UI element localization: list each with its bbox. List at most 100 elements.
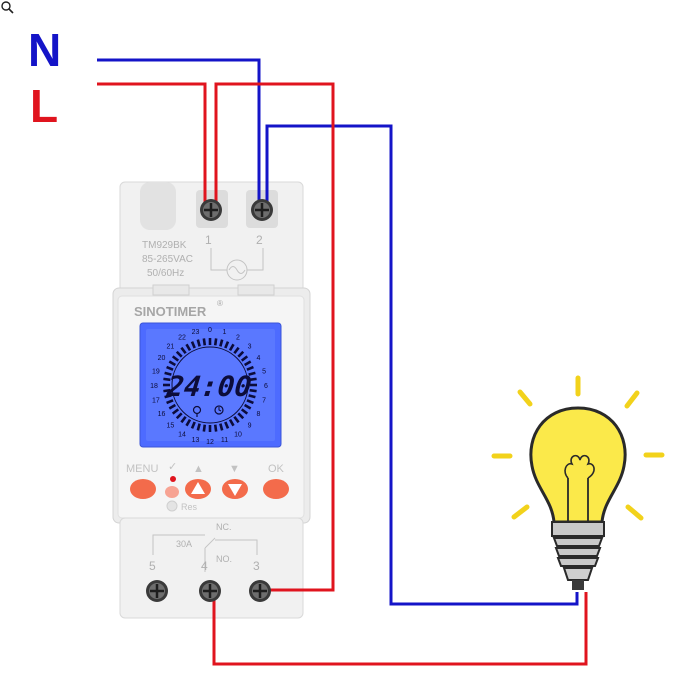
dial-tick (249, 388, 257, 393)
dial-tick (219, 339, 224, 347)
dial-tick (202, 424, 207, 432)
dial-tick (180, 415, 187, 424)
ok-button[interactable] (263, 479, 289, 499)
screw-terminal-5 (146, 580, 168, 602)
live-label: L (30, 80, 58, 132)
neutral-wire-to-terminal-2 (97, 58, 261, 210)
light-bulb-icon (491, 375, 665, 590)
dial-number: 19 (152, 369, 160, 376)
lcd-dial (163, 338, 257, 432)
terminal-1-label: 1 (205, 233, 212, 247)
menu-label: MENU (126, 463, 158, 475)
screw-terminal-3 (249, 580, 271, 602)
dial-tick (237, 350, 245, 358)
bulb-rays (491, 375, 665, 521)
dial-tick (243, 403, 252, 410)
neutral-wire-to-lamp (265, 124, 579, 606)
dial-tick (166, 365, 174, 371)
terminal-4-label: 4 (201, 559, 208, 573)
dial-tick (175, 350, 183, 358)
dial-number: 15 (167, 423, 175, 430)
dial-number: 8 (257, 411, 261, 418)
up-button[interactable] (185, 479, 211, 499)
dial-tick (166, 399, 174, 405)
screw-terminal-2 (251, 199, 273, 221)
timer-device: TM929BK 85-265VAC 50/60Hz 1 2 SINOTIMER … (112, 181, 311, 619)
frequency-label: 50/60Hz (147, 268, 184, 279)
dial-tick (243, 360, 252, 367)
dial-number: 1 (223, 329, 227, 336)
dial-number: 16 (158, 411, 166, 418)
lcd-time: 24:00 (165, 370, 254, 403)
dial-tick (224, 341, 230, 349)
switched-live-to-lamp (212, 592, 588, 666)
dial-number: 7 (262, 397, 266, 404)
dial-number: 14 (178, 431, 186, 438)
screw-terminal-4 (199, 580, 221, 602)
dial-tick (228, 343, 235, 352)
dial-number: 18 (150, 383, 158, 390)
reset-label: Res (181, 502, 198, 512)
dial-tick (190, 341, 196, 349)
dial-number: 21 (167, 343, 175, 350)
dial-number: 23 (192, 329, 200, 336)
live-jumper-1-to-3 (214, 82, 335, 592)
dial-number: 6 (264, 383, 268, 390)
dial-tick (185, 343, 192, 352)
dial-tick (224, 421, 230, 429)
dial-tick (168, 403, 177, 410)
dial-tick (164, 371, 172, 376)
live-wire-to-terminal-1 (97, 82, 207, 210)
check-label: ✓ (168, 461, 177, 473)
dial-tick (190, 421, 196, 429)
dial-tick (240, 355, 249, 362)
dial-number: 2 (236, 335, 240, 342)
dial-number: 13 (192, 437, 200, 444)
dial-tick (196, 339, 201, 347)
terminal-5-label: 5 (149, 559, 156, 573)
dial-number: 22 (178, 335, 186, 342)
dial-tick (163, 388, 171, 393)
brand-label: SINOTIMER (134, 304, 207, 319)
ok-label: OK (268, 463, 285, 475)
dial-tick (168, 360, 177, 367)
check-button[interactable] (165, 486, 179, 498)
relay-no-label: NO. (216, 554, 232, 564)
dial-number: 0 (208, 327, 212, 334)
terminal-2-label: 2 (256, 233, 263, 247)
status-led (170, 476, 176, 482)
dial-number: 17 (152, 397, 160, 404)
dial-number: 4 (257, 355, 261, 362)
dial-tick (180, 346, 187, 355)
down-label: ▼ (229, 463, 240, 475)
dial-tick (171, 408, 180, 415)
dial-tick (202, 338, 207, 346)
menu-button[interactable] (130, 479, 156, 499)
dial-tick (233, 346, 240, 355)
relay-rating-label: 30A (176, 539, 192, 549)
dial-tick (246, 365, 254, 371)
dial-number: 11 (221, 437, 228, 444)
magnifier-icon[interactable] (1, 1, 14, 14)
dial-tick (196, 423, 201, 431)
registered-mark: ® (217, 299, 223, 308)
dial-tick (185, 418, 192, 427)
voltage-label: 85-265VAC (142, 254, 193, 265)
terminal-3-label: 3 (253, 559, 260, 573)
dial-tick (233, 415, 240, 424)
dial-number: 10 (234, 431, 242, 438)
dial-tick (171, 355, 180, 362)
dial-tick (163, 377, 171, 382)
reset-button[interactable] (166, 500, 178, 512)
dial-number: 9 (248, 423, 252, 430)
dial-tick (246, 399, 254, 405)
sine-wave-icon (210, 248, 264, 281)
dial-tick (248, 371, 256, 376)
dial-number: 3 (248, 343, 252, 350)
dial-tick (213, 424, 218, 432)
neutral-wires (97, 58, 579, 606)
down-button[interactable] (222, 479, 248, 499)
up-label: ▲ (193, 463, 204, 475)
neutral-label: N (28, 24, 61, 76)
